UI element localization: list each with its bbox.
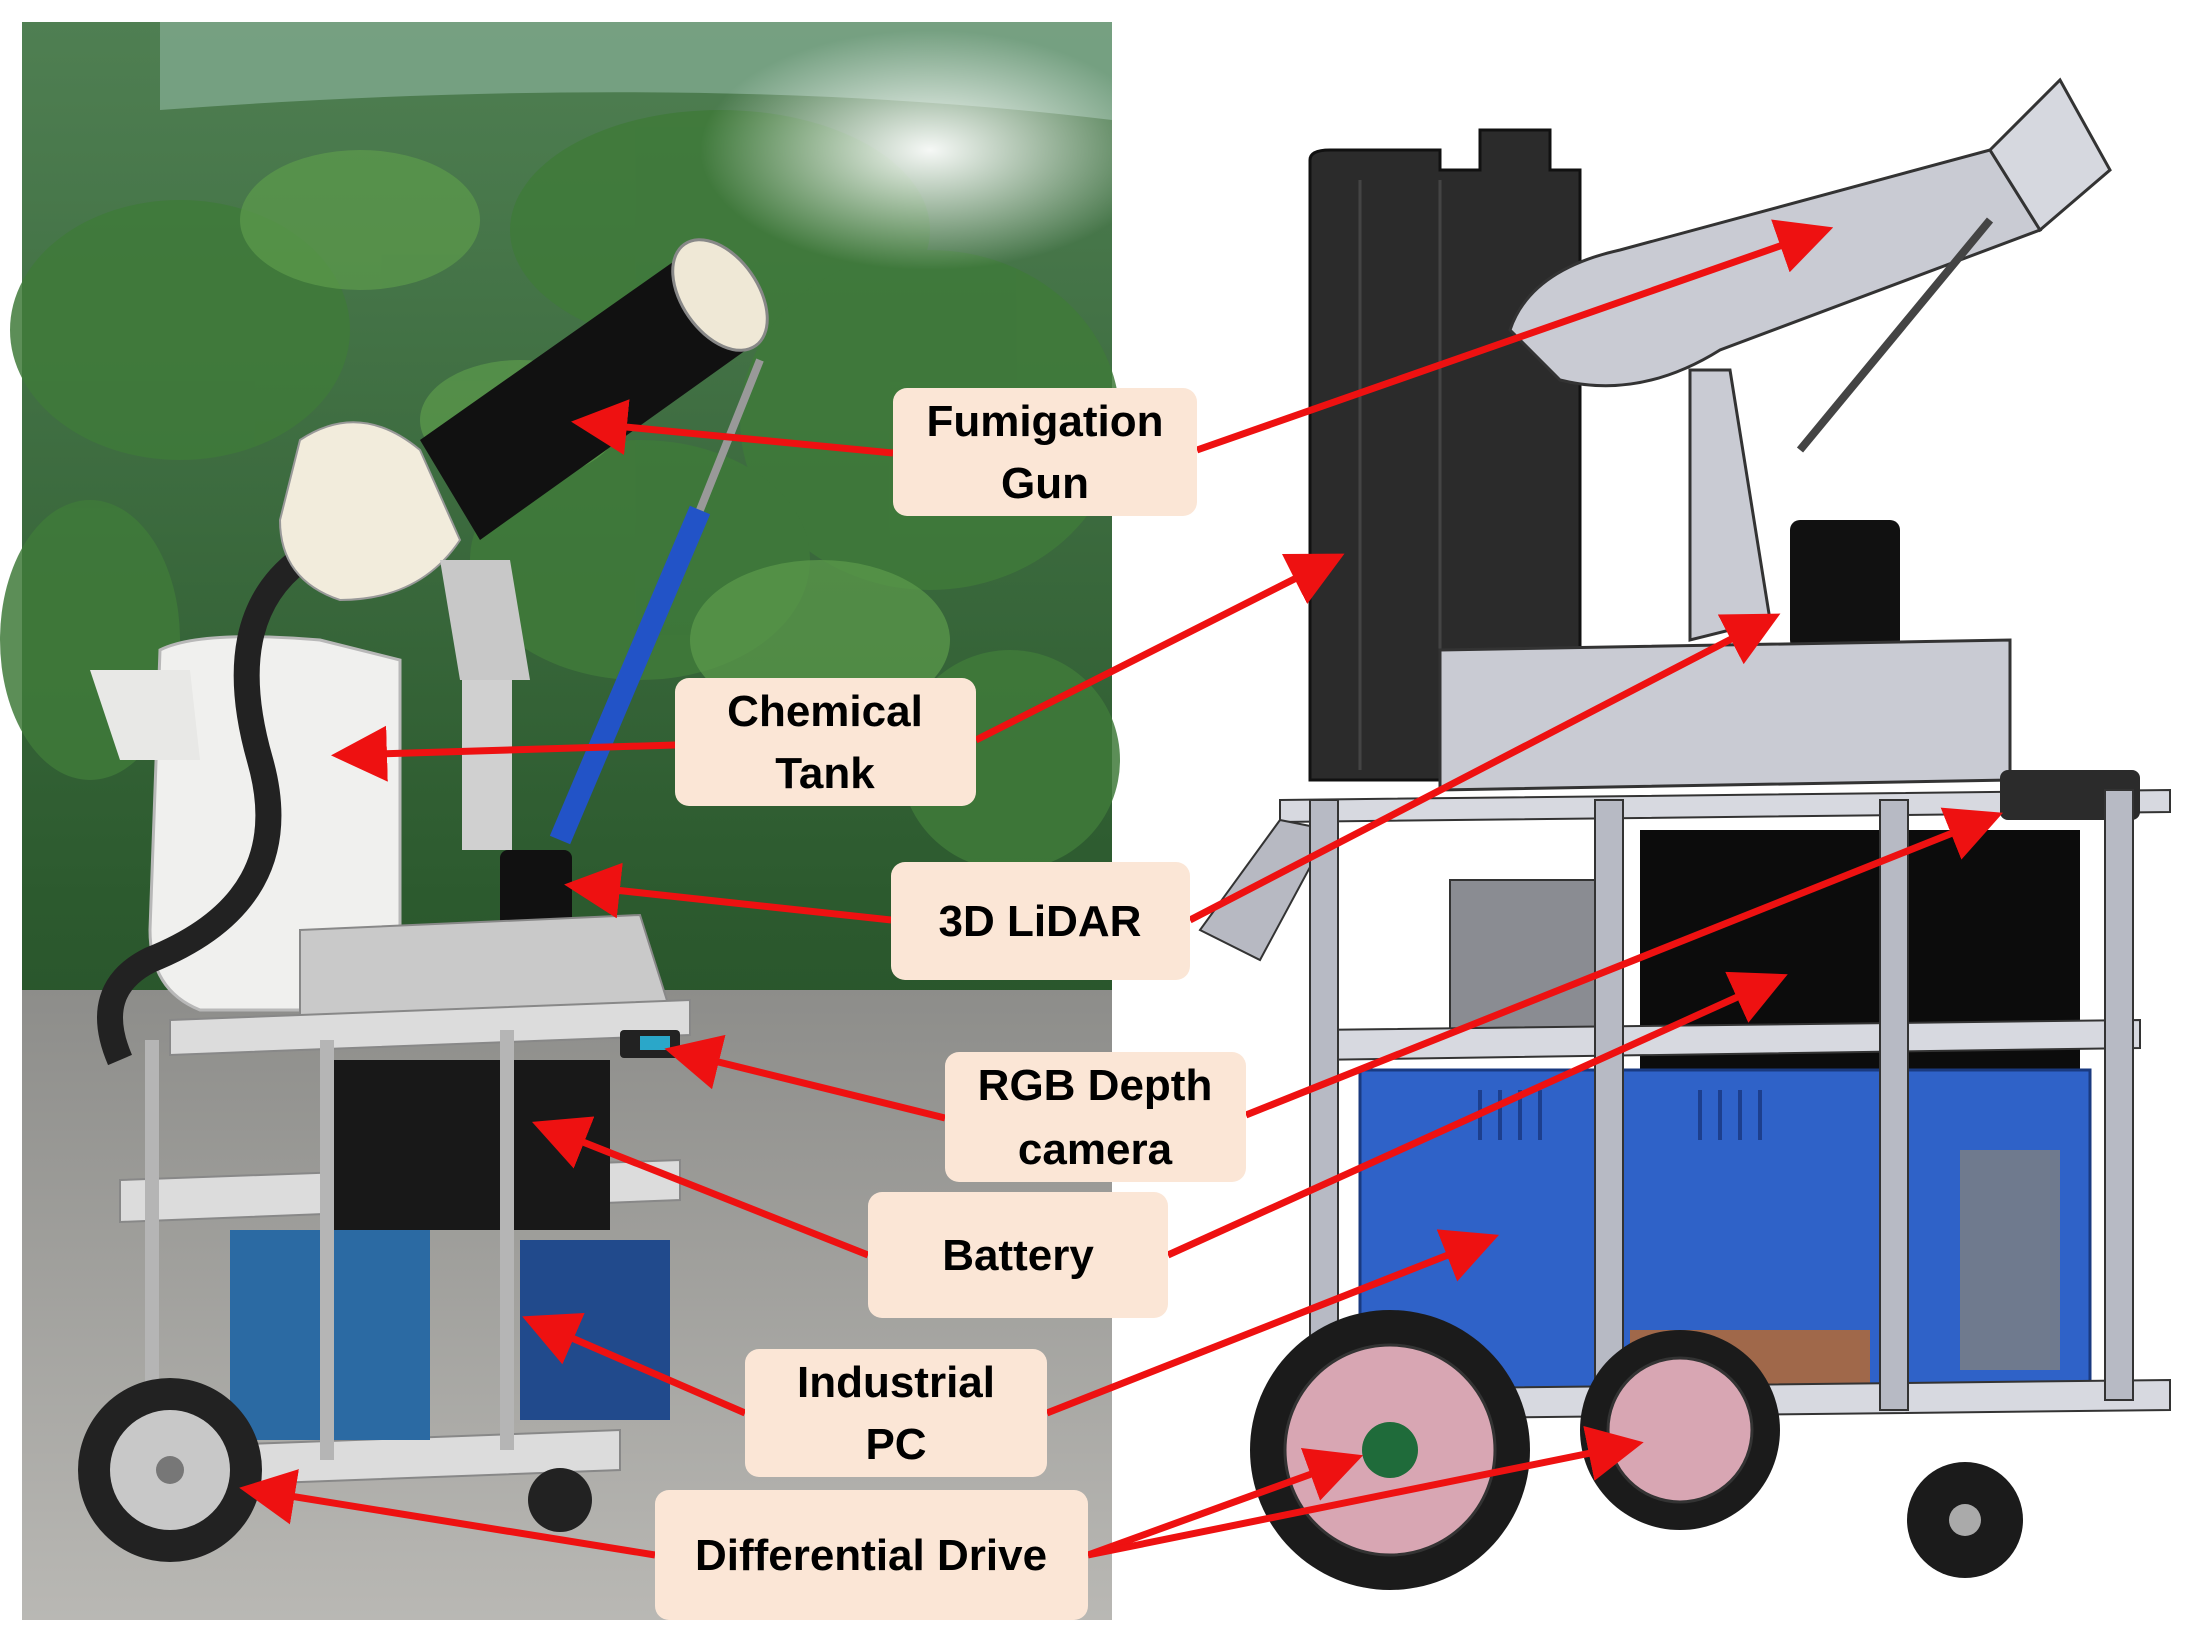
rgb-depth-camera-label: RGB Depth camera bbox=[945, 1052, 1246, 1182]
arrow-fumigation-gun-cad bbox=[1195, 219, 1834, 454]
arrow-industrial-pc-cad bbox=[1045, 1229, 1500, 1417]
industrial-pc-label-line2: PC bbox=[865, 1420, 926, 1469]
arrow-drive-cad-front bbox=[1086, 1447, 1364, 1559]
lidar-label-line1: 3D LiDAR bbox=[939, 897, 1142, 946]
industrial-pc-label: Industrial PC bbox=[745, 1349, 1047, 1477]
arrow-fumigation-gun-photo bbox=[571, 399, 894, 457]
arrow-camera-photo bbox=[664, 1034, 946, 1122]
industrial-pc-label-line1: Industrial bbox=[797, 1358, 995, 1407]
rgb-depth-camera-label-line1: RGB Depth bbox=[978, 1061, 1213, 1110]
arrow-battery-photo bbox=[531, 1116, 870, 1259]
annotation-arrows bbox=[239, 219, 2004, 1559]
photo-panel bbox=[0, 22, 1160, 1620]
spray-mist bbox=[700, 30, 1160, 270]
lidar-label: 3D LiDAR bbox=[891, 862, 1190, 980]
arrow-drive-cad-rear bbox=[1087, 1425, 1644, 1559]
battery-label-line1: Battery bbox=[942, 1231, 1094, 1280]
fumigation-gun-label: Fumigation Gun bbox=[893, 388, 1197, 516]
arrow-chemical-tank-cad bbox=[974, 553, 1345, 744]
rgb-depth-camera-label-line2: camera bbox=[1018, 1125, 1173, 1174]
photo-robot bbox=[78, 238, 769, 1562]
arrow-camera-cad bbox=[1244, 807, 2004, 1119]
fumigation-gun-label-line2: Gun bbox=[1001, 459, 1089, 508]
chemical-tank-label: Chemical Tank bbox=[675, 678, 976, 806]
arrow-drive-photo bbox=[239, 1469, 656, 1559]
differential-drive-label-line1: Differential Drive bbox=[695, 1531, 1047, 1580]
arrow-industrial-pc-photo bbox=[522, 1313, 747, 1417]
chemical-tank-label-line1: Chemical bbox=[727, 687, 923, 736]
arrow-battery-cad bbox=[1166, 971, 1788, 1259]
chemical-tank-label-line2: Tank bbox=[775, 749, 875, 798]
arrow-lidar-photo bbox=[564, 862, 892, 924]
differential-drive-label: Differential Drive bbox=[655, 1490, 1088, 1620]
arrow-lidar-cad bbox=[1188, 613, 1781, 924]
battery-label: Battery bbox=[868, 1192, 1168, 1318]
cad-panel bbox=[1198, 77, 2171, 1590]
fumigation-gun-label-line1: Fumigation bbox=[926, 397, 1163, 446]
arrow-chemical-tank-photo bbox=[331, 725, 676, 782]
